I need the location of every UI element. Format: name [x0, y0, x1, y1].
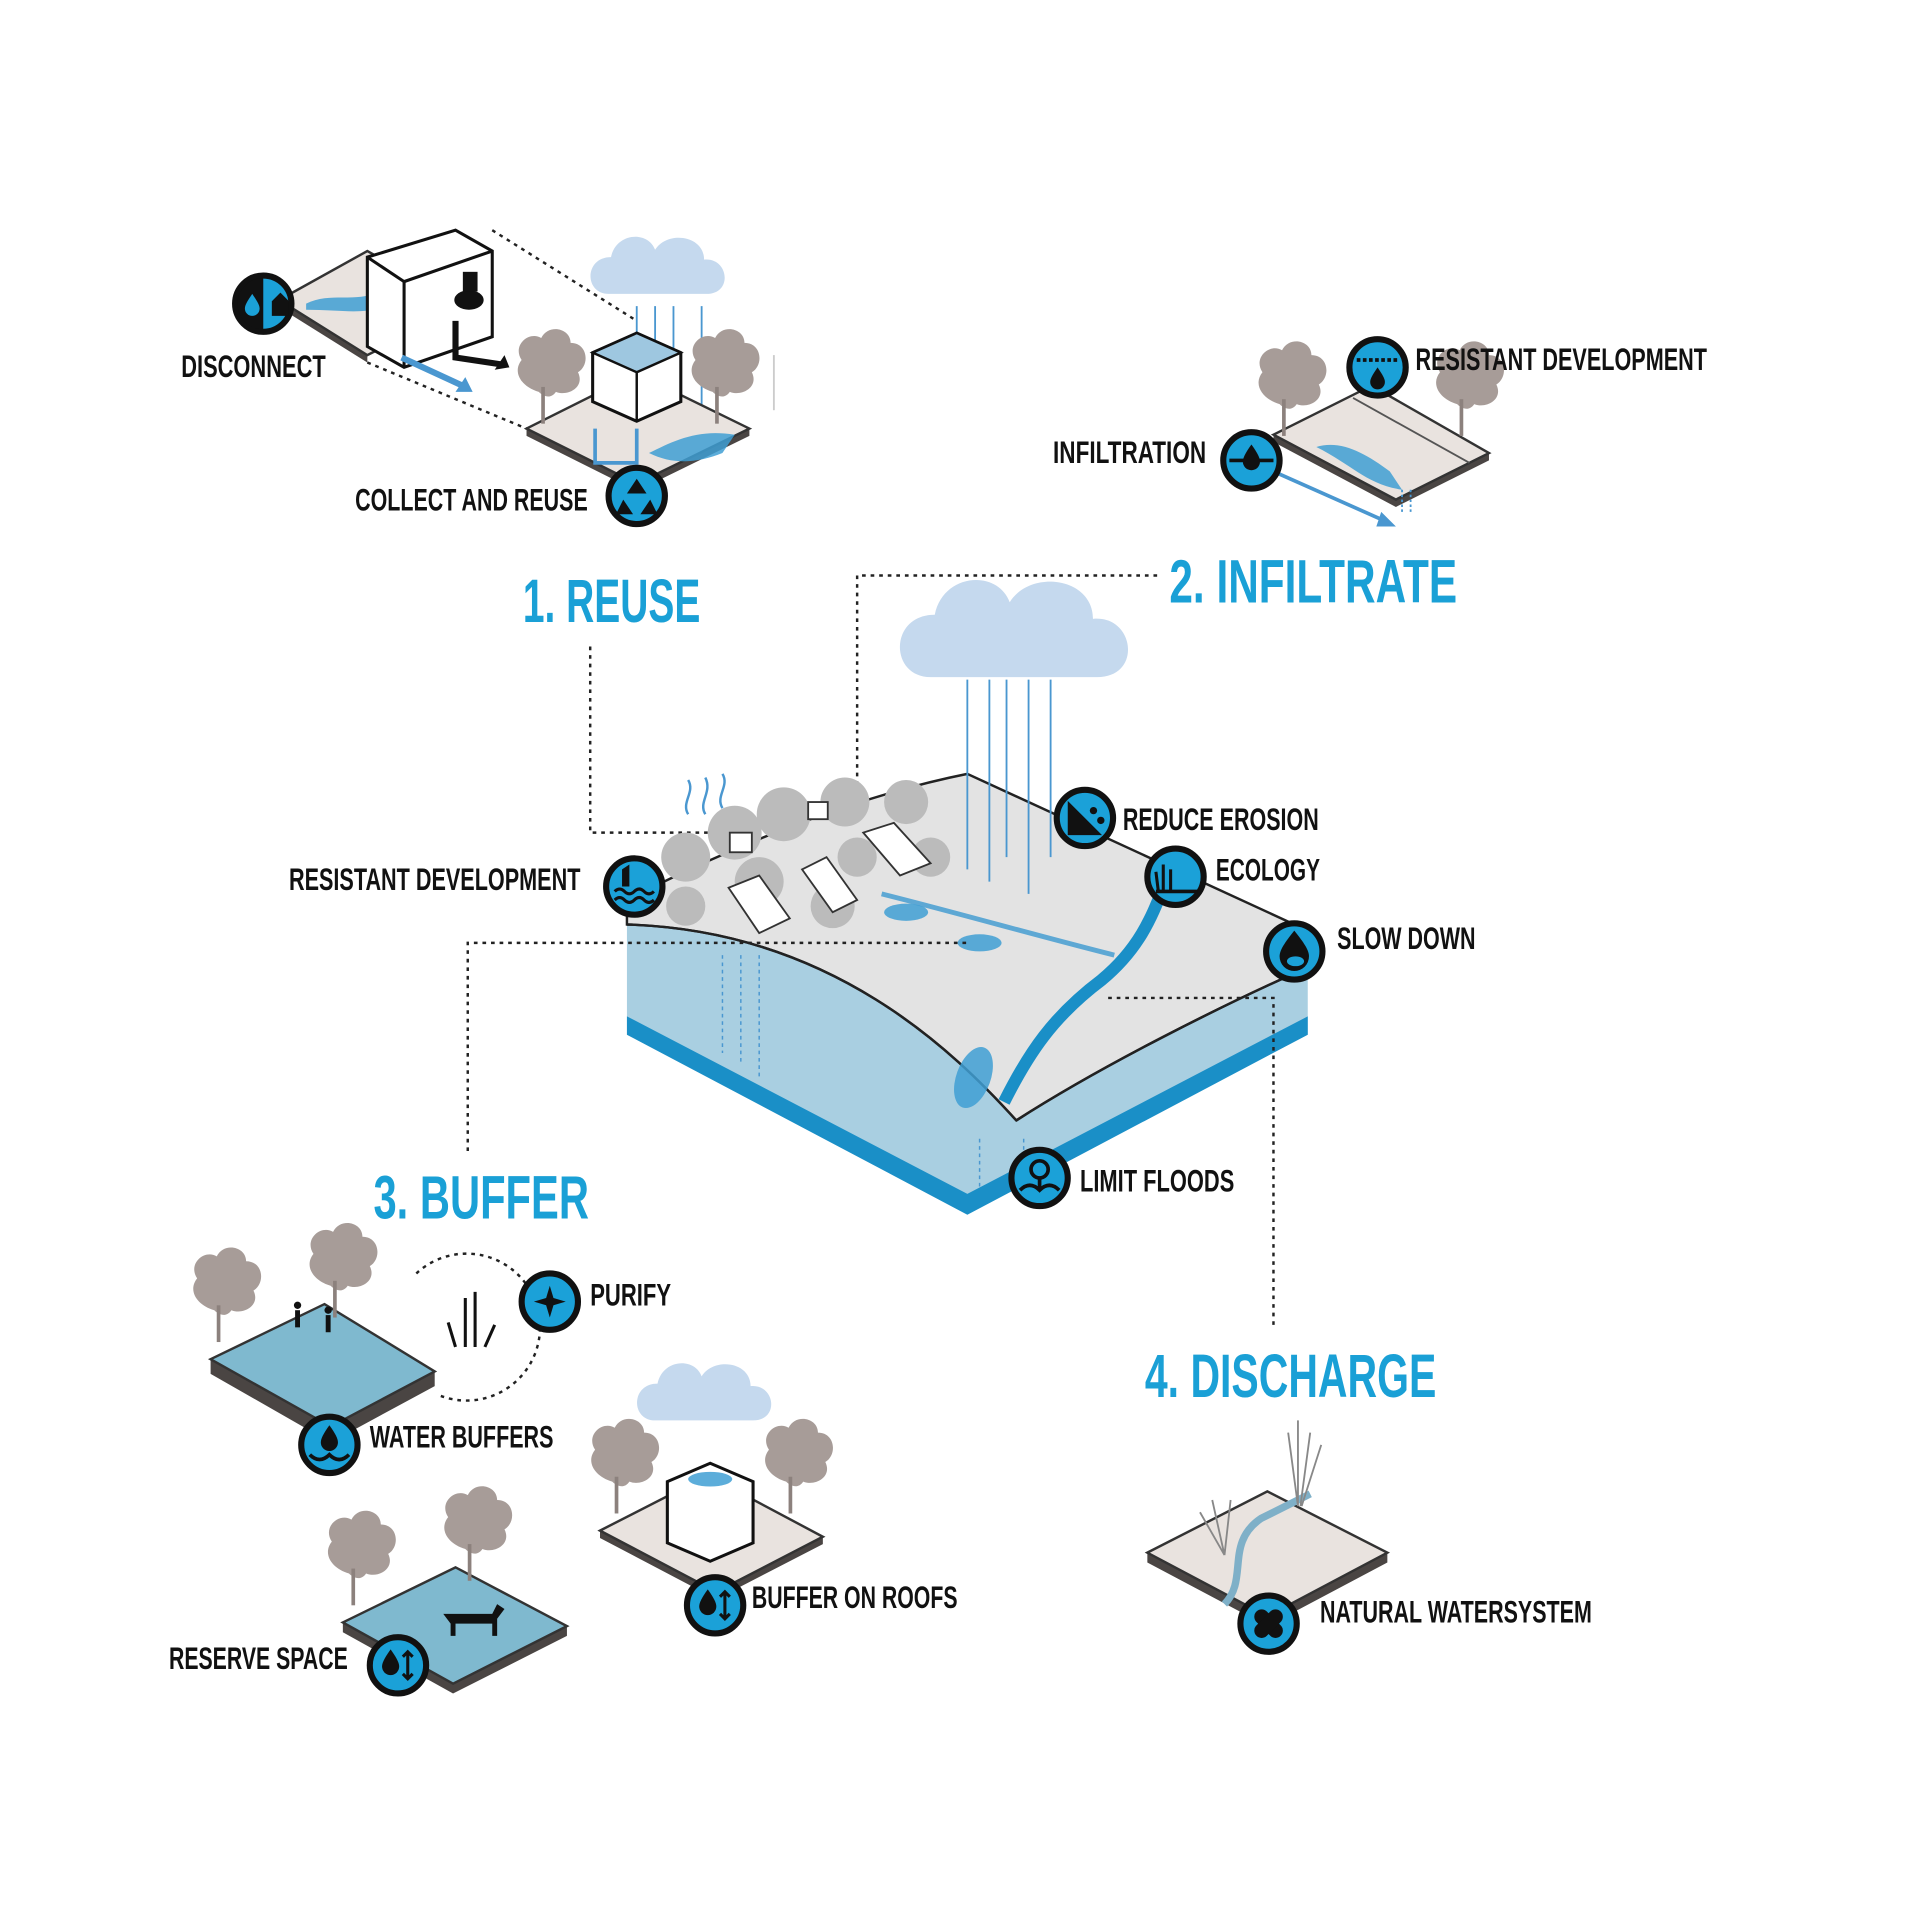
drop-arrows-icon [366, 1634, 430, 1697]
water-buffers-vignette [193, 1222, 542, 1443]
purify-label: PURIFY [590, 1276, 671, 1312]
drop-turtle-icon [1263, 920, 1326, 983]
drop-infiltration-icon [1220, 429, 1283, 492]
buffer-on-roofs-item: BUFFER ON ROOFS [683, 1574, 958, 1637]
reserve-space-vignette [327, 1486, 570, 1694]
bandage-icon [1237, 1592, 1300, 1655]
reuse-vignette [276, 228, 775, 492]
reed-icon [1144, 845, 1207, 908]
resistant-development-top-label: RESISTANT DEVELOPMENT [1416, 341, 1708, 377]
ecology-label: ECOLOGY [1216, 851, 1320, 887]
discharge-vignette [1144, 1420, 1390, 1627]
water-buffers-label: WATER BUFFERS [370, 1418, 554, 1454]
slow-down-item: SLOW DOWN [1263, 920, 1476, 983]
landslide-icon [1053, 786, 1117, 850]
reserve-space-label: RESERVE SPACE [169, 1640, 348, 1676]
drop-arrows-icon [683, 1574, 747, 1637]
resistant-development-top-item: RESISTANT DEVELOPMENT [1346, 336, 1708, 399]
central-resistant-development-item: RESISTANT DEVELOPMENT [289, 855, 666, 918]
drop-house-icon [232, 272, 295, 335]
water-buffers-item: WATER BUFFERS [298, 1413, 554, 1477]
buffer-title: 3. BUFFER [373, 1163, 589, 1231]
reserve-space-item: RESERVE SPACE [169, 1634, 430, 1697]
reduce-erosion-item: REDUCE EROSION [1053, 786, 1319, 850]
purify-item: PURIFY [518, 1270, 671, 1333]
sparkle-icon [518, 1270, 582, 1333]
house-water-icon [603, 855, 666, 918]
recycle-icon [605, 464, 668, 528]
natural-watersystem-label: NATURAL WATERSYSTEM [1320, 1593, 1592, 1629]
ecology-item: ECOLOGY [1144, 845, 1320, 908]
disconnect-label: DISCONNECT [181, 348, 326, 384]
central-resistant-development-label: RESISTANT DEVELOPMENT [289, 861, 581, 897]
natural-watersystem-item: NATURAL WATERSYSTEM [1237, 1592, 1592, 1655]
drop-wave-icon [298, 1413, 361, 1477]
flood-icon [1008, 1146, 1071, 1210]
slow-down-label: SLOW DOWN [1337, 920, 1475, 956]
infiltrate-vignette [1258, 341, 1504, 527]
limit-floods-item: LIMIT FLOODS [1008, 1146, 1234, 1210]
infiltrate-title: 2. INFILTRATE [1169, 547, 1457, 615]
infiltration-item: INFILTRATION [1053, 429, 1283, 492]
infiltration-label: INFILTRATION [1053, 434, 1206, 470]
reuse-title: 1. REUSE [523, 567, 701, 635]
limit-floods-label: LIMIT FLOODS [1080, 1162, 1234, 1198]
drop-under-line-icon [1346, 336, 1409, 399]
disconnect-item: DISCONNECT [181, 272, 326, 384]
buffer-on-roofs-label: BUFFER ON ROOFS [752, 1579, 958, 1615]
collect-and-reuse-item: COLLECT AND REUSE [355, 464, 668, 528]
collect-and-reuse-label: COLLECT AND REUSE [355, 482, 588, 518]
central-landscape-block [625, 580, 1309, 1215]
reduce-erosion-label: REDUCE EROSION [1123, 801, 1319, 837]
buffer-on-roofs-vignette [591, 1363, 833, 1600]
discharge-title: 4. DISCHARGE [1145, 1342, 1436, 1410]
